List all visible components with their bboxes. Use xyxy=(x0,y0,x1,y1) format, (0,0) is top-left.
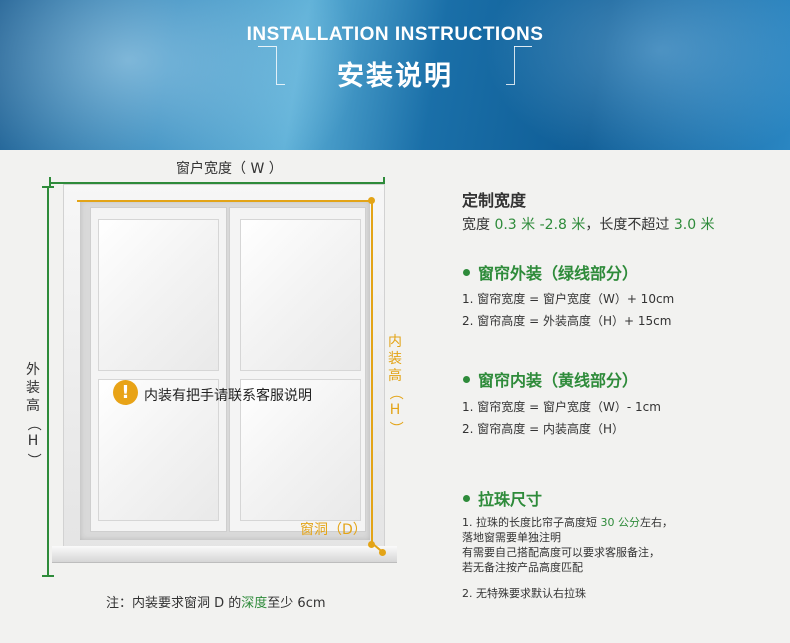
outer-height-char: ） xyxy=(25,453,41,467)
inner-width-line xyxy=(77,200,372,202)
inner-corner-dot xyxy=(368,197,375,204)
bead-size-title: 拉珠尺寸 xyxy=(463,486,542,510)
outer-height-char: （ xyxy=(25,417,41,431)
custom-width-heading: 定制宽度 xyxy=(462,191,527,210)
bead-line-4: 若无备注按产品高度匹配 xyxy=(462,561,583,574)
bead-line-2: 落地窗需要单独注明 xyxy=(462,531,561,544)
outer-height-char: 装 xyxy=(26,380,40,396)
outer-width-line xyxy=(49,182,385,184)
glass-pane xyxy=(98,219,219,371)
title-bracket-right xyxy=(506,46,515,85)
outer-height-char: H xyxy=(27,433,39,449)
inner-height-char: H xyxy=(389,402,401,418)
outer-item: 1. 窗帘宽度 = 窗户宽度（W）+ 10cm xyxy=(462,292,675,306)
inner-height-char: 内 xyxy=(388,334,402,350)
bead-line-1a: 1. 拉珠的长度比帘子高度短 xyxy=(462,516,601,529)
handle-warning-text: 内装有把手请联系客服说明 xyxy=(144,388,312,404)
outer-item: 2. 窗帘高度 = 外装高度（H）+ 15cm xyxy=(462,314,672,328)
depth-label: 窗洞（D） xyxy=(300,522,367,538)
inner-height-char: 高 xyxy=(388,368,402,384)
outer-width-tick-right xyxy=(383,177,385,188)
inner-height-char: ） xyxy=(387,421,403,435)
title-rule xyxy=(258,46,276,47)
title-bracket-left xyxy=(276,46,285,85)
bullet-icon xyxy=(463,376,470,383)
bead-line-1b: 左右， xyxy=(640,516,673,529)
width-range: 0.3 米 -2.8 米 xyxy=(494,217,586,233)
outer-install-title: 窗帘外装（绿线部分） xyxy=(463,260,638,284)
outer-height-tick-bottom xyxy=(42,575,54,577)
max-length: 3.0 米 xyxy=(673,217,715,233)
outer-height-line xyxy=(47,186,49,576)
depth-note: 注：内装要求窗洞 D 的深度至少 6cm xyxy=(106,592,326,611)
note-suffix: 至少 6cm xyxy=(267,596,326,611)
note-highlight: 深度 xyxy=(241,596,268,611)
inner-height-line xyxy=(371,200,373,545)
inner-height-char: 装 xyxy=(388,351,402,367)
inner-item: 1. 窗帘宽度 = 窗户宽度（W）- 1cm xyxy=(462,400,661,414)
title-chinese: 安装说明 xyxy=(337,61,453,92)
exclamation-icon: ! xyxy=(113,380,138,405)
bead-line-1: 1. 拉珠的长度比帘子高度短 30 公分左右， xyxy=(462,515,673,530)
outer-height-char: 外 xyxy=(26,362,40,378)
title-rule xyxy=(514,46,532,47)
banner-glow xyxy=(0,0,380,150)
bead-size-title-text: 拉珠尺寸 xyxy=(478,490,543,509)
title-english: INSTALLATION INSTRUCTIONS xyxy=(246,24,544,45)
window-width-label: 窗户宽度（ W ） xyxy=(176,161,283,177)
banner-glow-2 xyxy=(470,0,790,150)
inner-height-char: （ xyxy=(387,386,403,400)
inner-install-title-text: 窗帘内装（黄线部分） xyxy=(478,371,639,390)
width-text-a: 宽度 xyxy=(462,217,495,233)
bead-line-3: 有需要自己搭配高度可以要求客服备注， xyxy=(462,546,660,559)
custom-width-text: 宽度 0.3 米 -2.8 米，长度不超过 3.0 米 xyxy=(462,214,715,234)
inner-corner-dot xyxy=(368,541,375,548)
width-text-b: ，长度不超过 xyxy=(585,217,674,233)
glass-pane xyxy=(240,379,361,521)
outer-height-char: 高 xyxy=(26,398,40,414)
glass-pane xyxy=(240,219,361,371)
inner-install-title: 窗帘内装（黄线部分） xyxy=(463,367,638,391)
note-prefix: 注：内装要求窗洞 D 的 xyxy=(106,596,242,611)
bullet-icon xyxy=(463,495,470,502)
depth-dot xyxy=(379,549,386,556)
window-sill xyxy=(52,546,397,563)
bead-length-highlight: 30 公分 xyxy=(600,516,641,529)
header-banner: INSTALLATION INSTRUCTIONS 安装说明 xyxy=(0,0,790,150)
outer-height-tick-top xyxy=(42,186,54,188)
outer-width-tick-left xyxy=(49,177,51,188)
inner-item: 2. 窗帘高度 = 内装高度（H） xyxy=(462,422,624,436)
outer-install-title-text: 窗帘外装（绿线部分） xyxy=(478,264,639,283)
bullet-icon xyxy=(463,269,470,276)
bead-line-5: 2. 无特殊要求默认右拉珠 xyxy=(462,587,586,600)
